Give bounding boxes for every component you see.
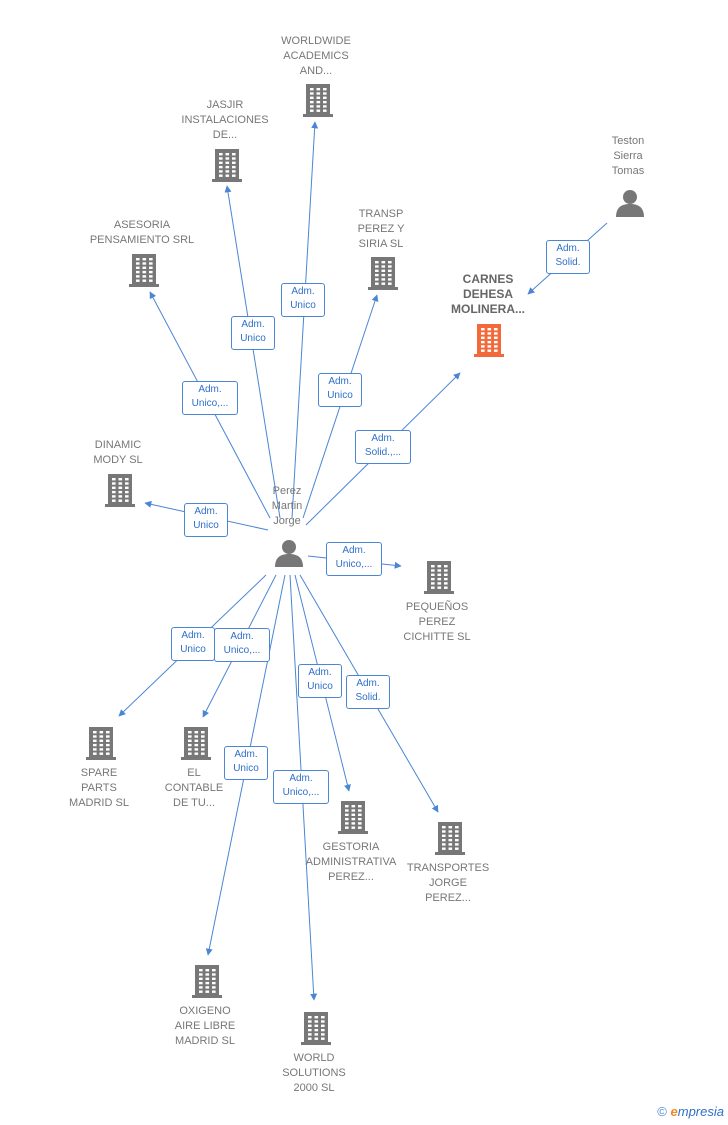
node-label-jasjir[interactable]: JASJIR INSTALACIONES DE...: [181, 99, 269, 141]
building-icon[interactable]: [105, 472, 135, 513]
person-icon[interactable]: [274, 538, 304, 573]
node-label-pequenos[interactable]: PEQUEÑOS PEREZ CICHITTE SL: [403, 601, 471, 643]
relation-label[interactable]: Adm. Solid.: [546, 240, 590, 274]
building-icon[interactable]: [424, 559, 454, 600]
node-label-gestoria[interactable]: GESTORIA ADMINISTRATIVA PEREZ...: [305, 841, 397, 883]
node-label-asesoria[interactable]: ASESORIA PENSAMIENTO SRL: [89, 219, 195, 246]
edge-perez-jasjir: [224, 185, 281, 519]
relation-label[interactable]: Adm. Unico: [231, 316, 275, 350]
relation-label[interactable]: Adm. Unico: [318, 373, 362, 407]
node-label-worldwide[interactable]: WORLDWIDE ACADEMICS AND...: [281, 35, 351, 77]
relation-label[interactable]: Adm. Unico,...: [326, 542, 382, 576]
node-label-carnes[interactable]: CARNES DEHESA MOLINERA...: [451, 272, 525, 316]
node-label-world[interactable]: WORLD SOLUTIONS 2000 SL: [282, 1052, 346, 1094]
brand-initial: e: [670, 1104, 678, 1119]
building-icon[interactable]: [338, 799, 368, 840]
node-label-oxigeno[interactable]: OXIGENO AIRE LIBRE MADRID SL: [174, 1005, 236, 1047]
brand-name: mpresia: [677, 1104, 724, 1119]
footer-brand[interactable]: © empresia: [657, 1104, 724, 1119]
building-icon[interactable]: [303, 82, 333, 123]
node-label-spare[interactable]: SPARE PARTS MADRID SL: [69, 767, 129, 809]
relation-label[interactable]: Adm. Unico,...: [214, 628, 270, 662]
node-label-transp[interactable]: TRANSP PEREZ Y SIRIA SL: [357, 208, 405, 250]
relation-label[interactable]: Adm. Unico: [171, 627, 215, 661]
edge-perez-worldwide: [291, 121, 319, 519]
node-label-contable[interactable]: EL CONTABLE DE TU...: [164, 767, 224, 809]
building-icon[interactable]: [212, 147, 242, 188]
relation-label[interactable]: Adm. Unico: [298, 664, 342, 698]
building-icon[interactable]: [86, 725, 116, 766]
main-company-building-icon[interactable]: [474, 322, 504, 363]
building-icon[interactable]: [129, 252, 159, 293]
relation-label[interactable]: Adm. Unico,...: [182, 381, 238, 415]
node-label-transportes[interactable]: TRANSPORTES JORGE PEREZ...: [406, 862, 490, 904]
building-icon[interactable]: [368, 255, 398, 296]
relation-label[interactable]: Adm. Unico: [184, 503, 228, 537]
relation-label[interactable]: Adm. Unico: [281, 283, 325, 317]
node-label-perez[interactable]: Perez Martin Jorge: [271, 485, 303, 527]
person-icon[interactable]: [615, 188, 645, 223]
building-icon[interactable]: [181, 725, 211, 766]
node-label-teston[interactable]: Teston Sierra Tomas: [611, 135, 645, 177]
node-label-dinamic[interactable]: DINAMIC MODY SL: [93, 439, 143, 466]
building-icon[interactable]: [192, 963, 222, 1004]
copyright-symbol: ©: [657, 1104, 667, 1119]
relation-label[interactable]: Adm. Unico,...: [273, 770, 329, 804]
building-icon[interactable]: [301, 1010, 331, 1051]
building-icon[interactable]: [435, 820, 465, 861]
relation-label[interactable]: Adm. Unico: [224, 746, 268, 780]
relation-label[interactable]: Adm. Solid.,...: [355, 430, 411, 464]
relation-label[interactable]: Adm. Solid.: [346, 675, 390, 709]
